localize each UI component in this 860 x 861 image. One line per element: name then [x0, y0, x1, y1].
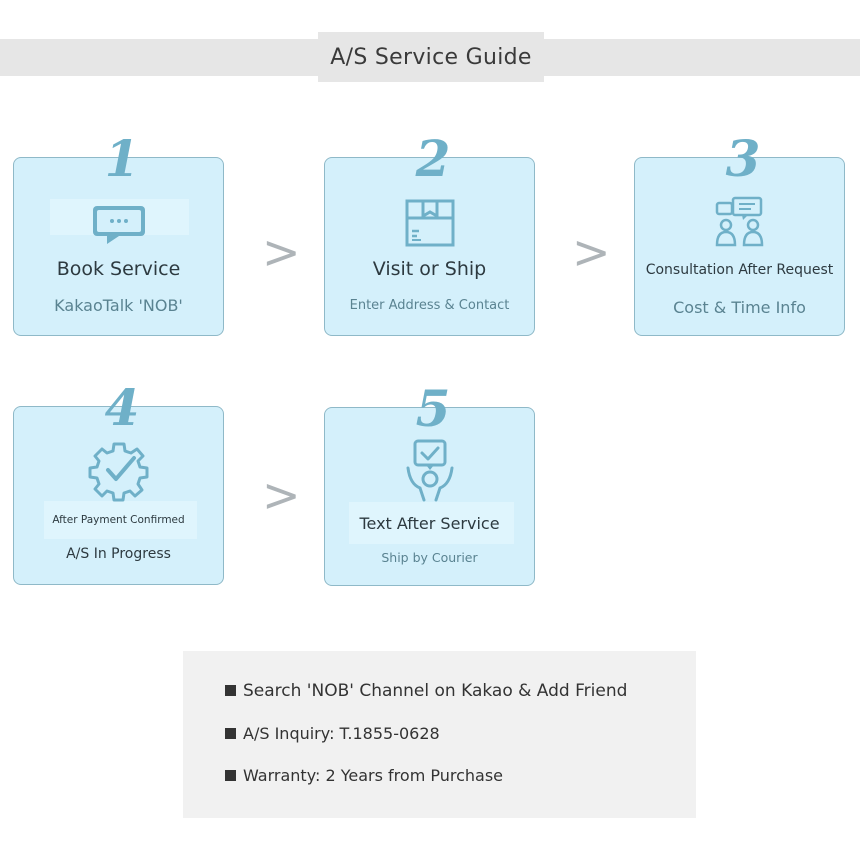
step-card-1: Book Service KakaoTalk 'NOB': [13, 157, 224, 336]
info-line: A/S Inquiry: T.1855-0628: [225, 724, 440, 743]
step-card-5: Text After Service Ship by Courier: [324, 407, 535, 586]
step-number-1: 1: [104, 129, 140, 188]
step-number-5: 5: [415, 379, 451, 438]
page-title: A/S Service Guide: [318, 32, 544, 82]
info-text: Warranty: 2 Years from Purchase: [243, 766, 504, 785]
consultation-people-icon: [714, 196, 766, 248]
step-card-3: Consultation After Request Cost & Time I…: [634, 157, 845, 336]
step-subtitle: KakaoTalk 'NOB': [54, 296, 183, 315]
step-card-2: Visit or Ship Enter Address & Contact: [324, 157, 535, 336]
step-number-3: 3: [725, 129, 761, 188]
step-subtitle: Ship by Courier: [381, 550, 478, 565]
arrow-right-icon: >: [262, 468, 301, 522]
step-title: Book Service: [56, 258, 181, 280]
arrow-right-icon: >: [572, 225, 611, 279]
square-bullet-icon: [225, 685, 236, 696]
package-box-icon: [404, 198, 456, 248]
square-bullet-icon: [225, 770, 236, 781]
gear-check-icon: [88, 440, 150, 502]
step-title: Visit or Ship: [372, 258, 487, 280]
info-box: Search 'NOB' Channel on Kakao & Add Frie…: [183, 651, 696, 818]
label-highlight: [349, 502, 514, 544]
step-subtitle: Cost & Time Info: [673, 298, 806, 317]
square-bullet-icon: [225, 728, 236, 739]
info-line: Warranty: 2 Years from Purchase: [225, 766, 503, 785]
info-text: Search 'NOB' Channel on Kakao & Add Frie…: [243, 681, 628, 701]
arrow-right-icon: >: [262, 225, 301, 279]
step-subtitle: Enter Address & Contact: [349, 298, 510, 313]
step-title: After Payment Confirmed: [52, 514, 185, 526]
step-subtitle: A/S In Progress: [66, 546, 171, 562]
step-title: Consultation After Request: [645, 262, 834, 278]
step-number-2: 2: [415, 129, 451, 188]
person-check-icon: [404, 438, 456, 502]
info-text: A/S Inquiry: T.1855-0628: [243, 724, 440, 743]
step-number-4: 4: [104, 378, 140, 437]
label-highlight: [44, 501, 197, 539]
step-title: Text After Service: [359, 514, 500, 533]
step-card-4: After Payment Confirmed A/S In Progress: [13, 406, 224, 585]
chat-tablet-icon: [91, 202, 147, 246]
info-line: Search 'NOB' Channel on Kakao & Add Frie…: [225, 681, 627, 701]
